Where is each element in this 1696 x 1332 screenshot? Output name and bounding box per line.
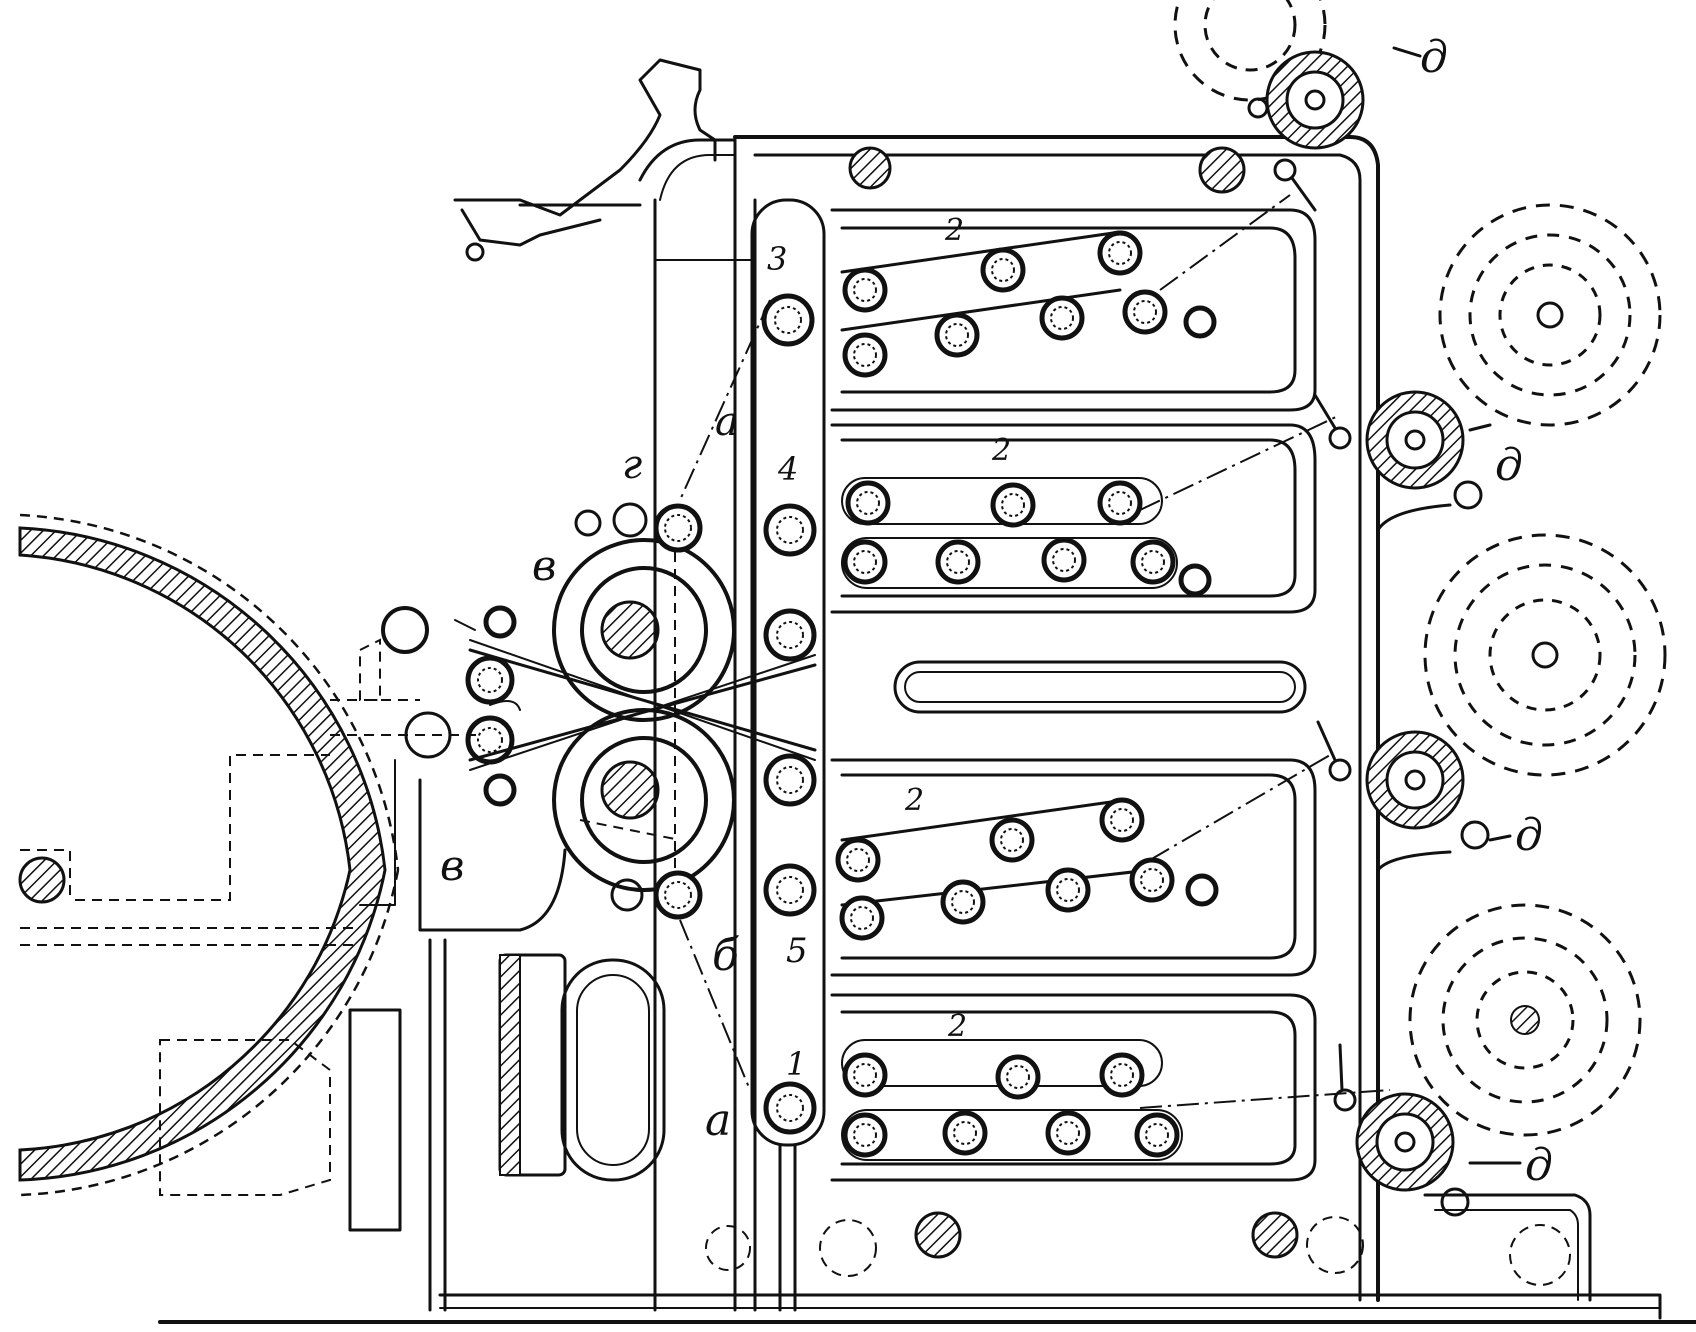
- label-v-lower: в: [440, 841, 464, 890]
- label-d-top: д: [1420, 32, 1448, 83]
- label-a-top: a: [715, 399, 739, 445]
- label-b: б: [712, 930, 739, 981]
- label-4: 4: [777, 450, 798, 488]
- label-d-2: д: [1515, 810, 1543, 861]
- label-5: 5: [786, 931, 808, 971]
- main-frame: [158, 135, 1696, 1324]
- label-a-bottom: a: [705, 1095, 731, 1146]
- take-off-rollers: [454, 46, 1522, 1217]
- label-g: г: [622, 442, 642, 488]
- label-2a: 2: [944, 213, 964, 248]
- label-2b: 2: [991, 433, 1011, 468]
- letter-labels: д д д д 1 2 2 2 2 3 4 5 a a б в в г: [440, 32, 1553, 1191]
- label-d-3: д: [1525, 1140, 1553, 1191]
- left-mechanism: [330, 58, 817, 932]
- label-d-1: д: [1495, 440, 1523, 491]
- supply-rolls: [1173, 0, 1667, 1137]
- label-v-upper: в: [532, 541, 556, 590]
- label-3: 3: [767, 240, 787, 278]
- label-2c: 2: [904, 783, 924, 818]
- label-2d: 2: [947, 1009, 967, 1044]
- label-1: 1: [786, 1045, 806, 1083]
- roller-assembly: [679, 146, 1571, 1286]
- large-drum: [18, 513, 400, 1197]
